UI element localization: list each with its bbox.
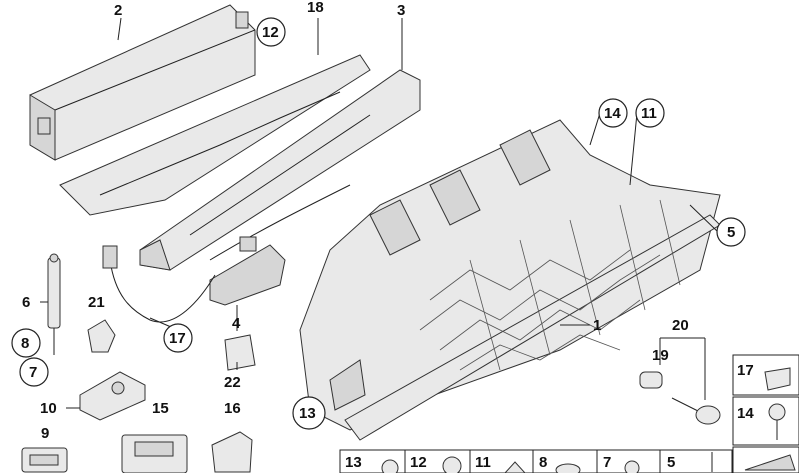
label-21: 21 bbox=[88, 294, 105, 311]
label-9: 9 bbox=[41, 425, 49, 442]
label-17: 17 bbox=[169, 330, 186, 347]
label-20: 20 bbox=[672, 317, 689, 334]
label-12: 12 bbox=[262, 24, 279, 41]
part-4-latch bbox=[209, 184, 351, 306]
label-8: 8 bbox=[21, 335, 29, 352]
label-19: 19 bbox=[652, 347, 669, 364]
label-3: 3 bbox=[397, 2, 405, 19]
label-18: 18 bbox=[307, 0, 324, 16]
label-11: 11 bbox=[641, 105, 657, 122]
bottom-label-5: 5 bbox=[667, 454, 675, 471]
callout-circle-12 bbox=[256, 17, 286, 47]
bottom-label-13: 13 bbox=[345, 454, 362, 471]
bottom-label-12: 12 bbox=[410, 454, 427, 471]
part-6-strut bbox=[47, 253, 61, 355]
label-13: 13 bbox=[299, 405, 316, 422]
label-7: 7 bbox=[29, 364, 37, 381]
part-22-cap bbox=[224, 334, 256, 371]
label-14: 14 bbox=[604, 105, 621, 122]
callout-circle-13 bbox=[292, 396, 326, 430]
label-10: 10 bbox=[40, 400, 57, 417]
bottom-legend bbox=[339, 449, 733, 473]
leader-lines bbox=[40, 17, 719, 414]
label-6: 6 bbox=[22, 294, 30, 311]
callout-circle-11 bbox=[635, 98, 665, 128]
legend-box-14 bbox=[732, 396, 799, 446]
bottom-label-8: 8 bbox=[539, 454, 547, 471]
callout-circle-7 bbox=[19, 357, 49, 387]
part-18-tray bbox=[59, 54, 371, 216]
part-19-lock-cylinder bbox=[639, 371, 663, 389]
part-10-lock bbox=[79, 371, 146, 421]
label-15: 15 bbox=[152, 400, 169, 417]
label-1: 1 bbox=[593, 317, 601, 334]
label-2: 2 bbox=[114, 2, 122, 19]
part-1-glovebox bbox=[299, 119, 721, 441]
part-9-base bbox=[21, 447, 68, 473]
legend-label-14: 14 bbox=[737, 405, 754, 422]
part-2-back-panel bbox=[29, 4, 256, 161]
legend-box-17 bbox=[732, 354, 799, 396]
legend-box-bottom bbox=[732, 446, 799, 473]
part-15-bracket bbox=[121, 434, 188, 473]
label-22: 22 bbox=[224, 374, 241, 391]
callout-circle-17 bbox=[163, 323, 193, 353]
part-20-key bbox=[671, 397, 721, 425]
callout-circle-5 bbox=[716, 217, 746, 247]
bottom-label-7: 7 bbox=[603, 454, 611, 471]
part-3-cover bbox=[139, 69, 421, 271]
label-16: 16 bbox=[224, 400, 241, 417]
bottom-label-11: 11 bbox=[475, 454, 491, 471]
legend-label-17: 17 bbox=[737, 362, 754, 379]
label-4: 4 bbox=[232, 315, 241, 332]
callout-circle-14 bbox=[598, 98, 628, 128]
part-16-mount bbox=[211, 431, 253, 473]
callout-circle-8 bbox=[11, 328, 41, 358]
part-21-clip bbox=[87, 319, 116, 353]
part-17-cable bbox=[102, 245, 216, 323]
label-5: 5 bbox=[727, 224, 735, 241]
